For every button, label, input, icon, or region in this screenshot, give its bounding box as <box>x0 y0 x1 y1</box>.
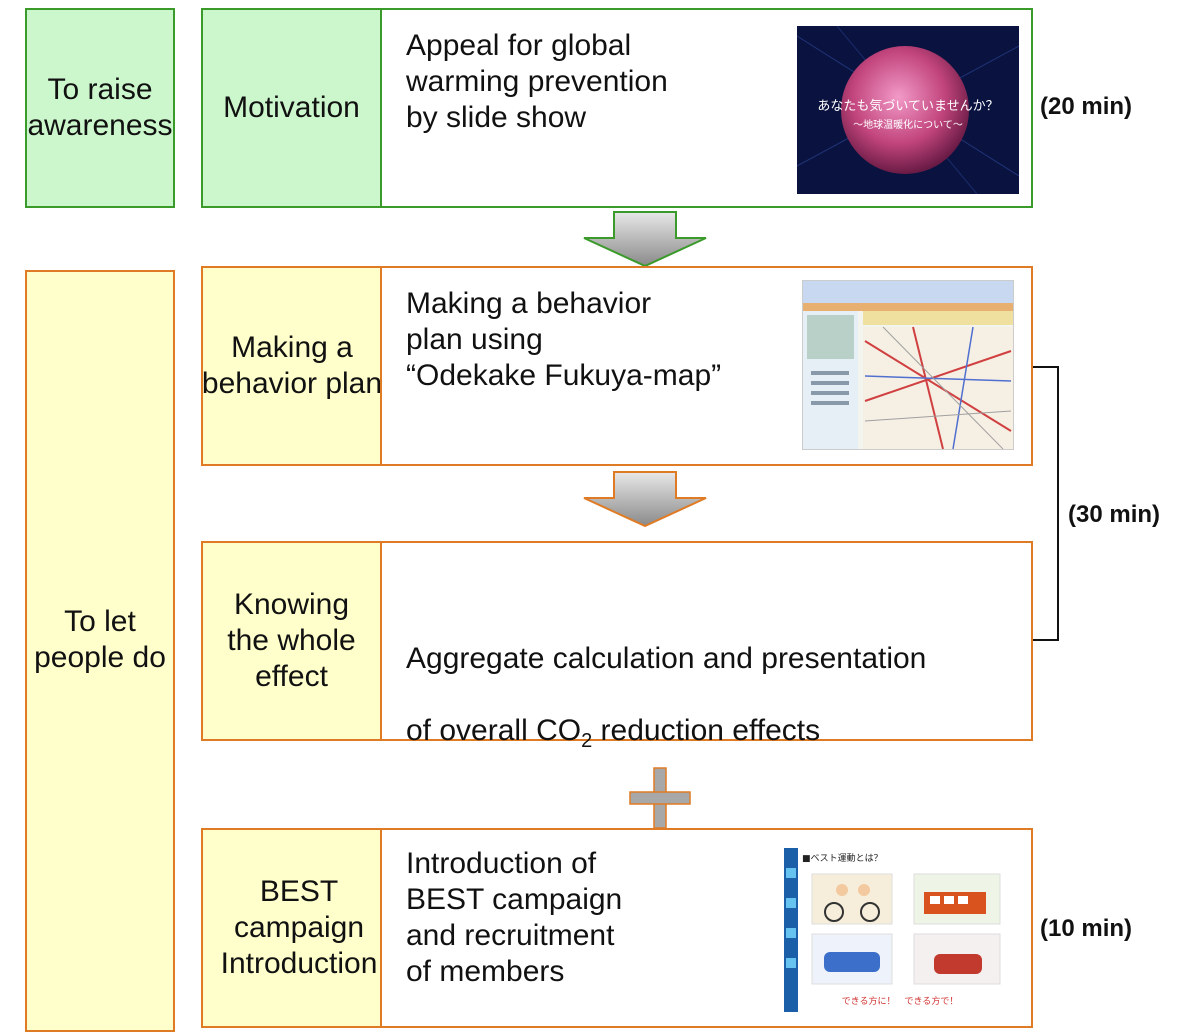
behavior-plan-title: Making a behavior plan <box>203 331 382 400</box>
best-campaign-label-cell: BEST campaign Introduction <box>203 830 382 1026</box>
slide-caption-sub: 〜地球温暖化について〜 <box>853 118 963 131</box>
slide-show-thumbnail: あなたも気づいていませんか？ 〜地球温暖化について〜 <box>797 26 1019 194</box>
motivation-row: Motivation Appeal for global warming pre… <box>201 8 1033 208</box>
time-bracket <box>1033 366 1059 641</box>
down-arrow-2 <box>583 471 707 528</box>
whole-effect-label-cell: Knowing the whole effect <box>203 543 382 739</box>
slide-caption-main: あなたも気づいていませんか？ <box>817 98 998 114</box>
map-image <box>803 281 1013 449</box>
reduction-text: reduction effects <box>592 714 821 747</box>
best-campaign-poster: ■ベスト運動とは？ できる方に！ できる方で！ <box>784 848 1016 1012</box>
poster-footer: できる方に！ できる方で！ <box>842 995 959 1007</box>
whole-effect-row: Knowing the whole effect Aggregate calcu… <box>201 541 1033 752</box>
stage-raise-awareness <box>25 8 175 208</box>
whole-effect-description: Aggregate calculation and presentation o… <box>406 605 926 795</box>
plus-icon <box>629 767 691 829</box>
whole-effect-line-1: Aggregate calculation and presentation <box>406 642 927 675</box>
motivation-title: Motivation <box>223 91 360 124</box>
best-campaign-row: BEST campaign Introduction Introduction … <box>201 828 1033 1028</box>
behavior-plan-label-cell: Making a behavior plan <box>203 268 382 464</box>
stage-let-people-do-label: To let people do <box>34 605 166 674</box>
motivation-description: Appeal for global warming prevention by … <box>406 29 668 134</box>
behavior-plan-row: Making a behavior plan Making a behavior… <box>201 266 1033 466</box>
best-campaign-description: Introduction of BEST campaign and recrui… <box>406 847 623 988</box>
co2-text: of overall CO <box>406 714 582 747</box>
best-campaign-title: BEST campaign Introduction <box>220 875 378 980</box>
behavior-plan-description: Making a behavior plan using “Odekake Fu… <box>406 287 722 392</box>
stage-let-people-do <box>25 270 175 1032</box>
time-best: (10 min) <box>1040 915 1133 942</box>
stage-raise-awareness-label: To raise awareness <box>27 73 173 142</box>
poster-image: ■ベスト運動とは？ できる方に！ できる方で！ <box>784 848 1001 1012</box>
earth-slide-image: あなたも気づいていませんか？ 〜地球温暖化について〜 <box>797 26 1019 194</box>
whole-effect-line-2: of overall CO2 reduction effects <box>406 713 926 759</box>
fukuya-map-screenshot <box>802 280 1014 450</box>
time-motivation: (20 min) <box>1040 93 1133 120</box>
motivation-label-cell: Motivation <box>203 10 382 206</box>
whole-effect-title: Knowing the whole effect <box>227 588 356 693</box>
time-plan-effect: (30 min) <box>1068 501 1161 528</box>
poster-header: ■ベスト運動とは？ <box>802 853 883 864</box>
down-arrow-1 <box>583 211 707 268</box>
co2-subscript: 2 <box>581 730 593 752</box>
